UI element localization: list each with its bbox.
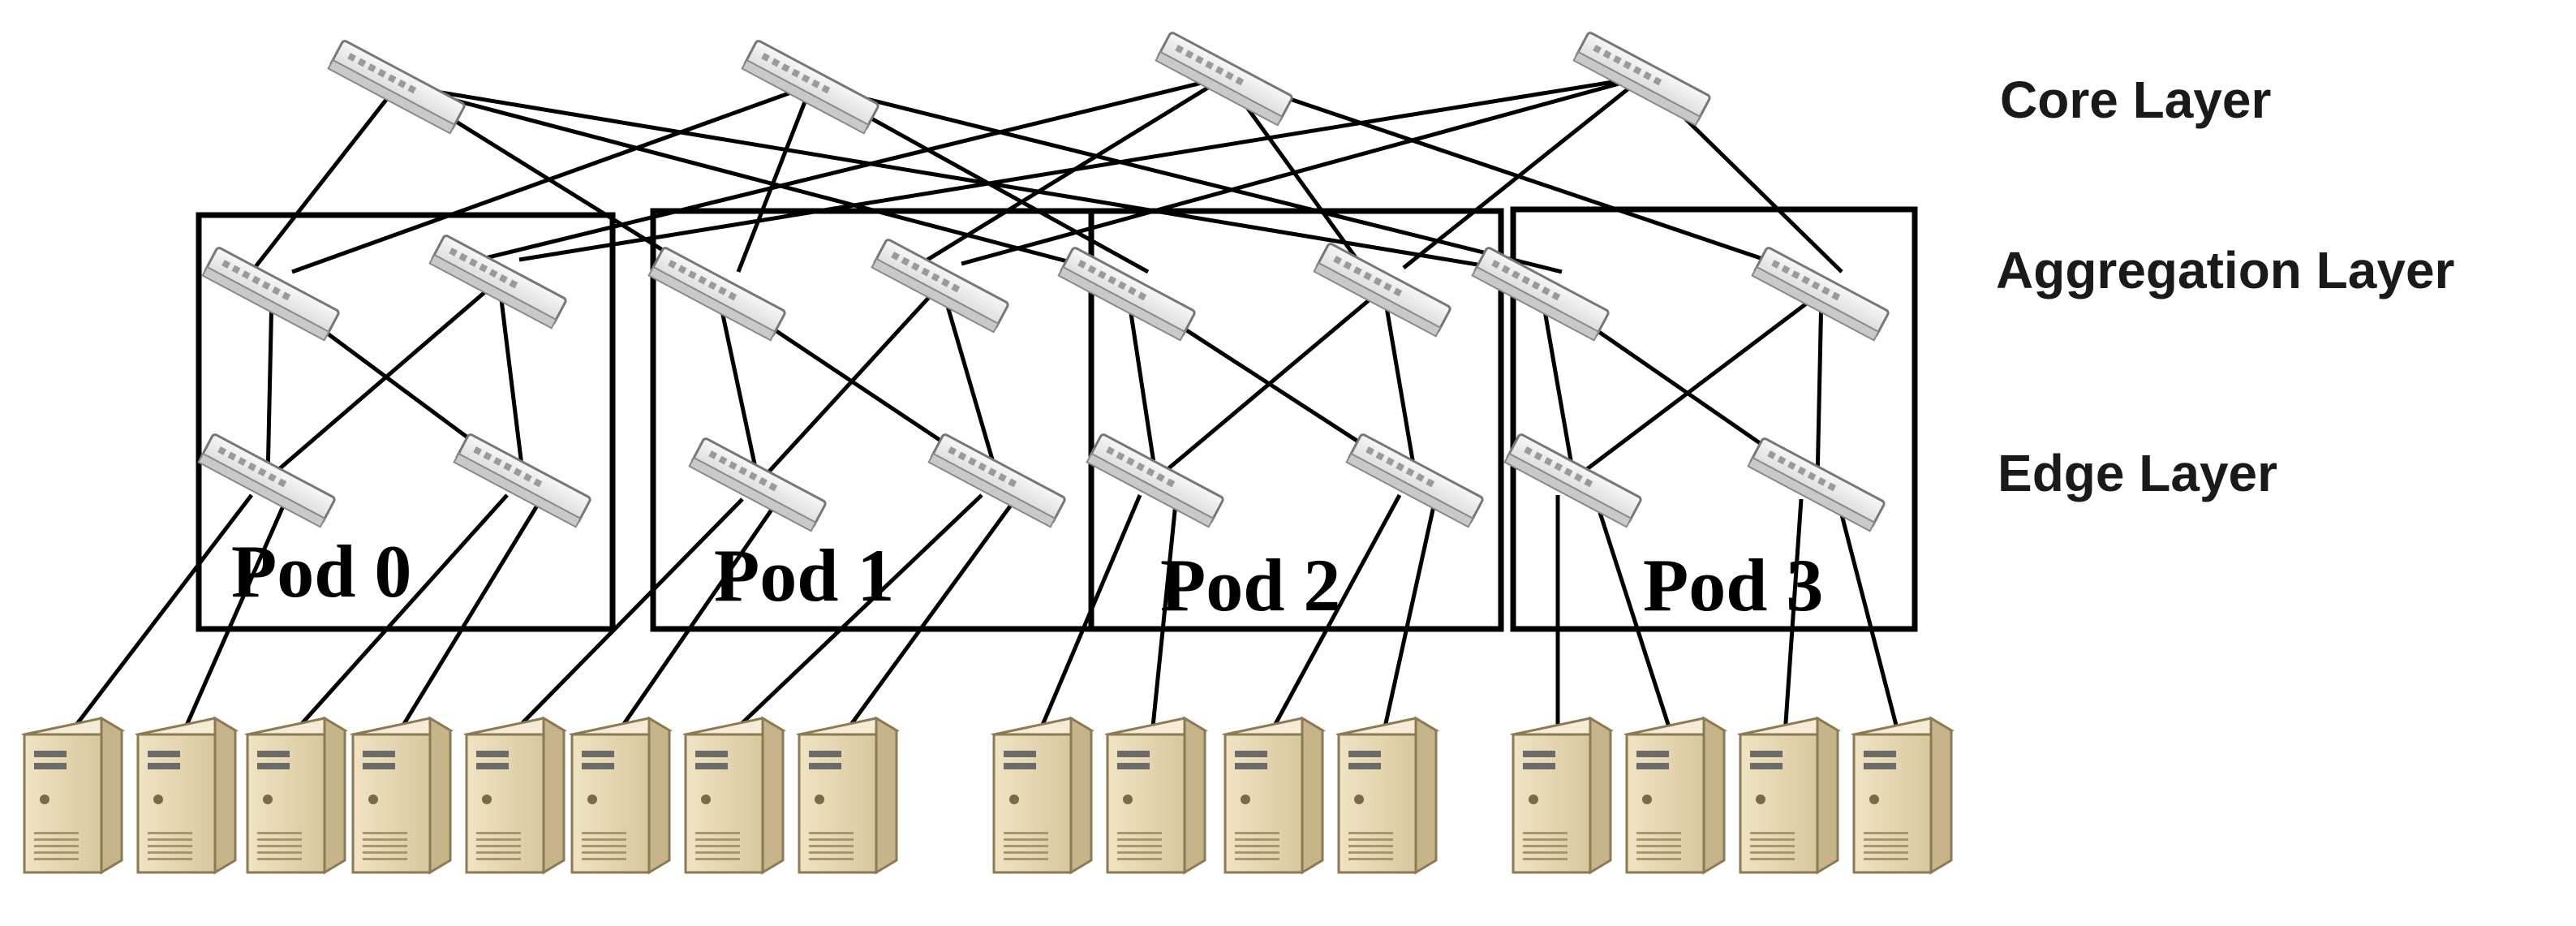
edge-7-to-server-14-link	[1783, 498, 1804, 735]
core-0-to-agg-6-link	[397, 83, 1522, 274]
edge-7-to-server-15-link	[1835, 498, 1901, 735]
pod-3-box	[1510, 206, 1918, 632]
edge-switch-6	[1503, 433, 1642, 528]
core-switch-2	[1155, 32, 1293, 127]
core-2-to-agg-7-link	[1224, 75, 1802, 274]
switches	[197, 32, 1890, 532]
server-1	[134, 716, 239, 875]
server-11	[1335, 716, 1440, 875]
agg-1-to-edge-0-link	[266, 278, 501, 480]
pod-0-box	[196, 212, 616, 632]
servers	[20, 716, 1955, 875]
aggregation-switch-2	[647, 247, 786, 342]
server-3	[349, 716, 454, 875]
server-9	[1103, 716, 1209, 875]
edge-switch-4	[1086, 433, 1224, 528]
server-2	[243, 716, 349, 875]
core-0-to-agg-4-link	[397, 83, 1108, 274]
edge-1-to-server-3-link	[395, 493, 546, 736]
edge-1-to-server-2-link	[290, 493, 509, 736]
aggregation-layer-label: Aggregation Layer	[1996, 241, 2454, 299]
edge-switch-3	[927, 433, 1066, 528]
server-0	[20, 716, 126, 875]
core-0-to-agg-0-link	[250, 84, 399, 273]
server-8	[990, 716, 1095, 875]
server-13	[1623, 716, 1728, 875]
pod-labels: Pod 0 Pod 1 Pod 2 Pod 3	[231, 530, 1823, 627]
agg-2-to-edge-2-link	[716, 291, 761, 484]
agg-3-to-edge-3-link	[939, 283, 1000, 480]
pod-1-label: Pod 1	[714, 534, 894, 617]
edge-3-to-server-7-link	[841, 493, 1021, 736]
edge-5-to-server-10-link	[1267, 493, 1402, 736]
server-10	[1221, 716, 1327, 875]
aggregation-switch-1	[428, 235, 567, 329]
server-12	[1509, 716, 1615, 875]
aggregation-switch-3	[871, 239, 1009, 334]
aggregation-switch-7	[1751, 247, 1890, 342]
edge-2-to-server-4-link	[510, 497, 744, 736]
edge-switch-1	[453, 433, 591, 528]
server-7	[795, 716, 901, 875]
edge-switch-0	[197, 433, 336, 528]
core-switch-0	[327, 40, 466, 135]
server-14	[1736, 716, 1842, 875]
pod-2-box	[1088, 208, 1504, 632]
aggregation-switch-5	[1313, 243, 1451, 338]
network-links	[67, 75, 1901, 736]
core-switch-1	[741, 40, 879, 135]
edge-6-to-server-13-link	[1592, 494, 1674, 735]
server-15	[1850, 716, 1955, 875]
core-1-to-agg-0-link	[291, 83, 812, 274]
agg-7-to-edge-6-link	[1572, 291, 1823, 480]
edge-switch-2	[688, 437, 827, 532]
core-switch-3	[1572, 32, 1711, 127]
core-2-to-agg-1-link	[478, 75, 1226, 262]
agg-5-to-edge-4-link	[1155, 286, 1385, 480]
edge-4-to-server-9-link	[1150, 494, 1179, 735]
edge-0-to-server-0-link	[67, 493, 253, 736]
layer-labels: Core Layer Aggregation Layer Edge Layer	[1996, 71, 2454, 502]
edge-switch-5	[1345, 433, 1484, 528]
edge-0-to-server-1-link	[180, 493, 290, 736]
edge-2-to-server-5-link	[614, 497, 781, 736]
agg-0-to-edge-0-link	[265, 291, 274, 480]
aggregation-switch-6	[1471, 247, 1610, 342]
pod-2-label: Pod 2	[1160, 544, 1340, 627]
pod-3-label: Pod 3	[1643, 544, 1823, 627]
core-1-to-agg-2-link	[736, 84, 814, 273]
agg-1-to-edge-1-link	[497, 279, 526, 480]
aggregation-switch-0	[201, 247, 340, 342]
edge-5-to-server-11-link	[1381, 494, 1439, 735]
server-4	[462, 716, 568, 875]
pod-boxes	[196, 206, 1918, 632]
agg-4-to-edge-4-link	[1125, 291, 1159, 480]
aggregation-switch-4	[1057, 247, 1196, 342]
core-layer-label: Core Layer	[2000, 71, 2271, 129]
edge-3-to-server-6-link	[729, 493, 983, 736]
agg-7-to-edge-7-link	[1815, 291, 1824, 484]
core-1-to-agg-6-link	[811, 83, 1563, 274]
server-6	[682, 716, 787, 875]
core-3-to-agg-5-link	[1402, 75, 1645, 269]
core-3-to-agg-1-link	[518, 75, 1644, 262]
agg-3-to-edge-2-link	[757, 282, 943, 485]
agg-5-to-edge-5-link	[1381, 287, 1418, 480]
agg-6-to-edge-6-link	[1539, 291, 1576, 480]
edge-layer-label: Edge Layer	[1998, 444, 2277, 502]
pod-0-label: Pod 0	[231, 530, 411, 613]
server-5	[568, 716, 673, 875]
core-3-to-agg-3-link	[961, 75, 1644, 266]
edge-switch-7	[1747, 437, 1886, 532]
